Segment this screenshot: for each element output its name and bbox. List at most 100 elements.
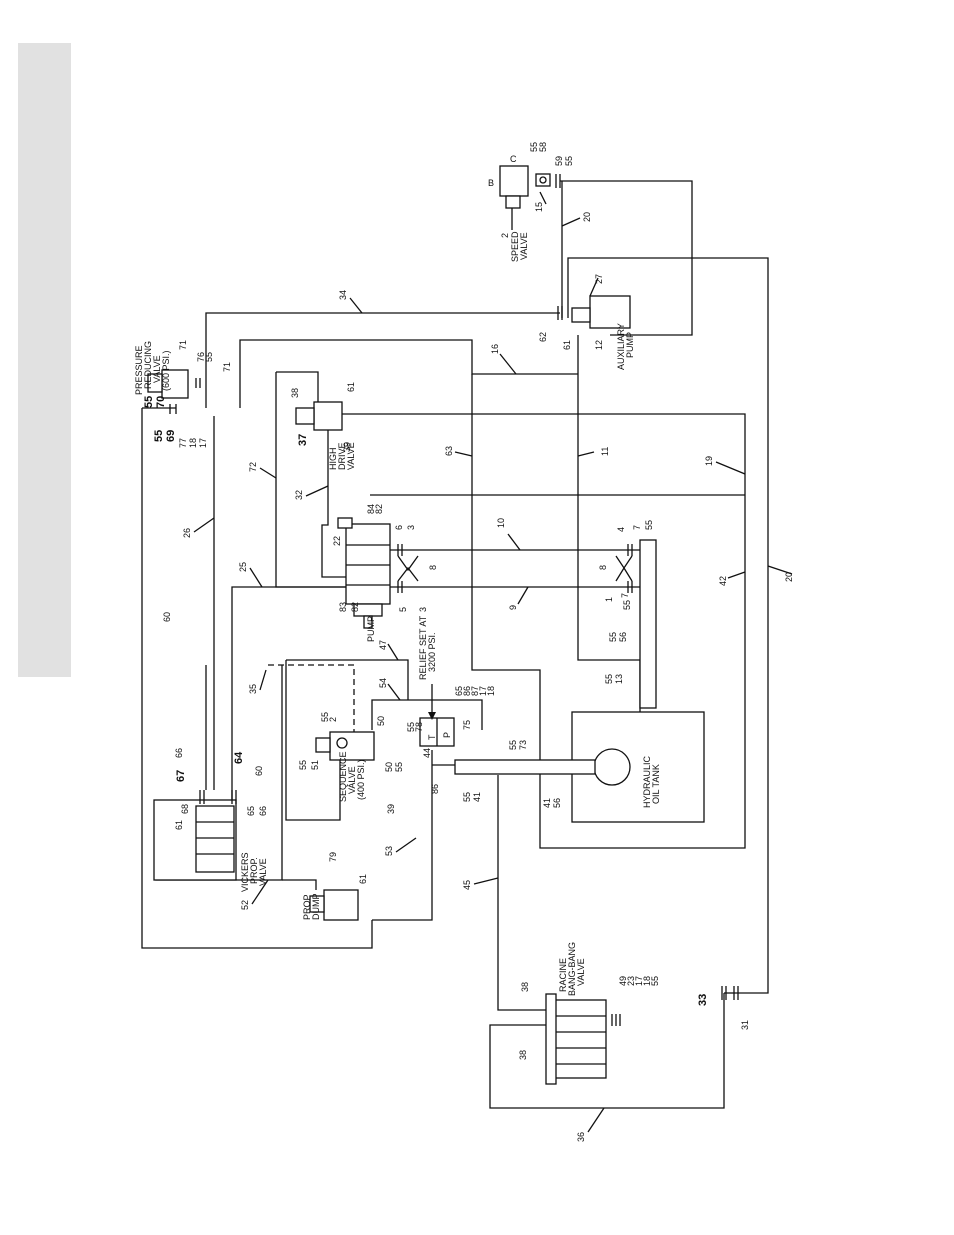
aux-pump-label-2: PUMP	[625, 332, 635, 358]
tank-suction-tube	[454, 759, 596, 775]
callout-41b: 41	[542, 798, 552, 808]
callout-55n: 55	[508, 740, 518, 750]
tank-label-2: OIL TANK	[651, 764, 661, 804]
callout-17a: 17	[198, 438, 208, 448]
callout-55d: 55	[204, 352, 214, 362]
racine-label-1: RACINE	[558, 958, 568, 992]
callout-38c: 38	[518, 1050, 528, 1060]
auxiliary-pump-flange	[571, 307, 591, 323]
callout-55o: 55	[462, 792, 472, 802]
callout-20b: 20	[784, 572, 794, 582]
callout-9: 9	[508, 605, 518, 610]
sequence-label-2: VALVE	[347, 766, 357, 794]
callout-55e: 55	[153, 430, 165, 442]
racine-label-3: VALVE	[576, 958, 586, 986]
hose-aux-right	[610, 258, 693, 336]
prop-dump	[309, 889, 359, 921]
callout-37: 37	[297, 434, 309, 446]
leader-72	[259, 467, 277, 479]
relief-note-2: 3200 PSI.	[427, 632, 437, 672]
callout-82b: 82	[350, 602, 360, 612]
speed-valve-stem	[505, 195, 521, 209]
callout-38a: 38	[290, 388, 300, 398]
racine-label-2: BANG-BANG	[567, 942, 577, 996]
main-pump-body	[345, 523, 391, 605]
callout-62: 62	[538, 332, 548, 342]
callout-32: 32	[294, 490, 304, 500]
leader-20b	[767, 565, 793, 575]
high-drive-valve-stem	[295, 407, 315, 425]
callout-69: 69	[165, 430, 177, 442]
callout-27: 27	[594, 274, 604, 284]
callout-17c: 17	[634, 976, 644, 986]
hose-20	[560, 180, 769, 994]
callout-36: 36	[576, 1132, 586, 1142]
callout-65b: 65	[246, 806, 256, 816]
hose-45	[497, 775, 548, 1011]
callout-50b: 50	[384, 762, 394, 772]
relief-note-1: RELIEF SET AT	[418, 615, 428, 680]
high-drive-valve-body	[313, 401, 343, 431]
callout-55i: 55	[604, 674, 614, 684]
hose-25	[231, 586, 346, 800]
callout-35: 35	[248, 684, 258, 694]
callout-50a: 50	[376, 716, 386, 726]
callout-65a: 65	[454, 686, 464, 696]
main-pump-head	[337, 517, 353, 529]
callout-c: C	[510, 154, 517, 164]
callout-4: 4	[616, 527, 626, 532]
callout-59: 59	[554, 156, 564, 166]
callout-51: 51	[310, 760, 320, 770]
leader-lines	[193, 191, 793, 1133]
vickers-label-3: VALVE	[258, 858, 268, 886]
callout-55h: 55	[608, 632, 618, 642]
pump-label: PUMP	[366, 616, 376, 642]
callout-68: 68	[180, 804, 190, 814]
vickers-body	[195, 805, 235, 873]
callout-17b: 17	[478, 686, 488, 696]
port-t: T	[427, 734, 437, 740]
callout-58a: 58	[538, 142, 548, 152]
callout-2: 2	[500, 233, 510, 238]
racine-body	[551, 999, 607, 1079]
speed-valve-label-1: SPEED	[510, 231, 520, 262]
relief-valve	[419, 717, 455, 747]
hose-36	[489, 993, 725, 1109]
callout-3b: 3	[418, 607, 428, 612]
callout-8b: 8	[598, 565, 608, 570]
hose-lines	[141, 180, 769, 1109]
leader-25	[249, 567, 263, 588]
callout-76: 76	[196, 352, 206, 362]
callout-54: 54	[378, 678, 388, 688]
prv-knob	[147, 373, 163, 393]
callout-56b: 56	[552, 798, 562, 808]
racine-bang-bang-valve	[545, 993, 607, 1085]
callout-79: 79	[328, 852, 338, 862]
callout-61b: 61	[346, 382, 356, 392]
callout-b: B	[488, 178, 494, 188]
leader-53	[395, 837, 417, 853]
callout-61c: 61	[174, 820, 184, 830]
callout-64: 64	[233, 751, 245, 764]
tank-filler	[593, 748, 631, 786]
callout-56a: 56	[618, 632, 628, 642]
callout-18a: 18	[188, 438, 198, 448]
speed-valve-port	[539, 176, 547, 184]
sequence-valve-knob	[315, 737, 331, 753]
leader-54	[387, 683, 401, 701]
leader-32	[305, 485, 329, 497]
racine-left-cap	[545, 993, 557, 1085]
callout-86b: 86	[430, 784, 440, 794]
leader-11	[577, 451, 595, 457]
callout-70: 70	[155, 396, 167, 408]
leader-20a	[561, 217, 581, 227]
callout-11: 11	[600, 447, 610, 456]
high-drive-label-2: DRIVE	[337, 442, 347, 470]
margin-strip	[18, 43, 71, 677]
prop-dump-knob	[309, 895, 325, 913]
speed-valve-body	[499, 165, 529, 197]
callout-2b: 2	[328, 717, 338, 722]
hydraulic-oil-tank	[454, 711, 705, 823]
callout-6: 6	[394, 525, 404, 530]
